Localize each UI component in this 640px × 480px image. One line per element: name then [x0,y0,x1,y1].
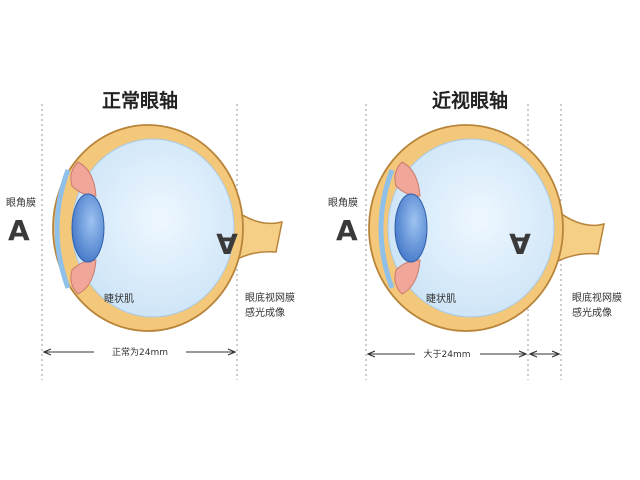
normal-eye-panel: 正常眼轴 眼角膜 A A 睫状肌 眼底视网膜 感光成像 正常为24mm [6,89,295,380]
myopia-title: 近视眼轴 [432,89,508,112]
normal-optic-nerve [231,206,283,264]
normal-lens [71,193,105,263]
normal-retina-label-1: 眼底视网膜 [245,291,295,304]
myopia-focus-image-letter: A [509,227,531,260]
normal-retina-image-letter: A [216,227,238,260]
myopia-retina-label-1: 眼底视网膜 [572,291,622,304]
myopia-cornea-label: 眼角膜 [328,197,358,209]
myopia-cornea [378,169,395,289]
myopia-axis-label: 大于24mm [424,348,471,360]
normal-title: 正常眼轴 [102,89,178,112]
myopia-vitreous [387,138,555,318]
normal-ciliary-muscle-top [70,161,97,197]
normal-cornea-label: 眼角膜 [6,197,36,209]
myopia-object-letter: A [336,214,358,247]
myopia-lens [394,193,428,263]
myopia-ciliary-muscle-top [394,161,421,197]
myopia-eye-panel: 近视眼轴 眼角膜 A A 睫状肌 眼底视网膜 感光成像 大于24mm [328,89,622,380]
normal-retina-label-2: 感光成像 [245,306,285,319]
normal-cornea [54,169,71,289]
myopia-ciliary-muscle-bottom [394,259,421,295]
myopia-optic-nerve [555,208,605,264]
myopia-retina-label-2: 感光成像 [572,306,612,319]
normal-object-letter: A [8,214,30,247]
myopia-ciliary-label: 睫状肌 [426,292,456,305]
normal-axis-label: 正常为24mm [112,346,168,358]
normal-ciliary-label: 睫状肌 [104,292,134,305]
normal-ciliary-muscle-bottom [70,259,97,295]
